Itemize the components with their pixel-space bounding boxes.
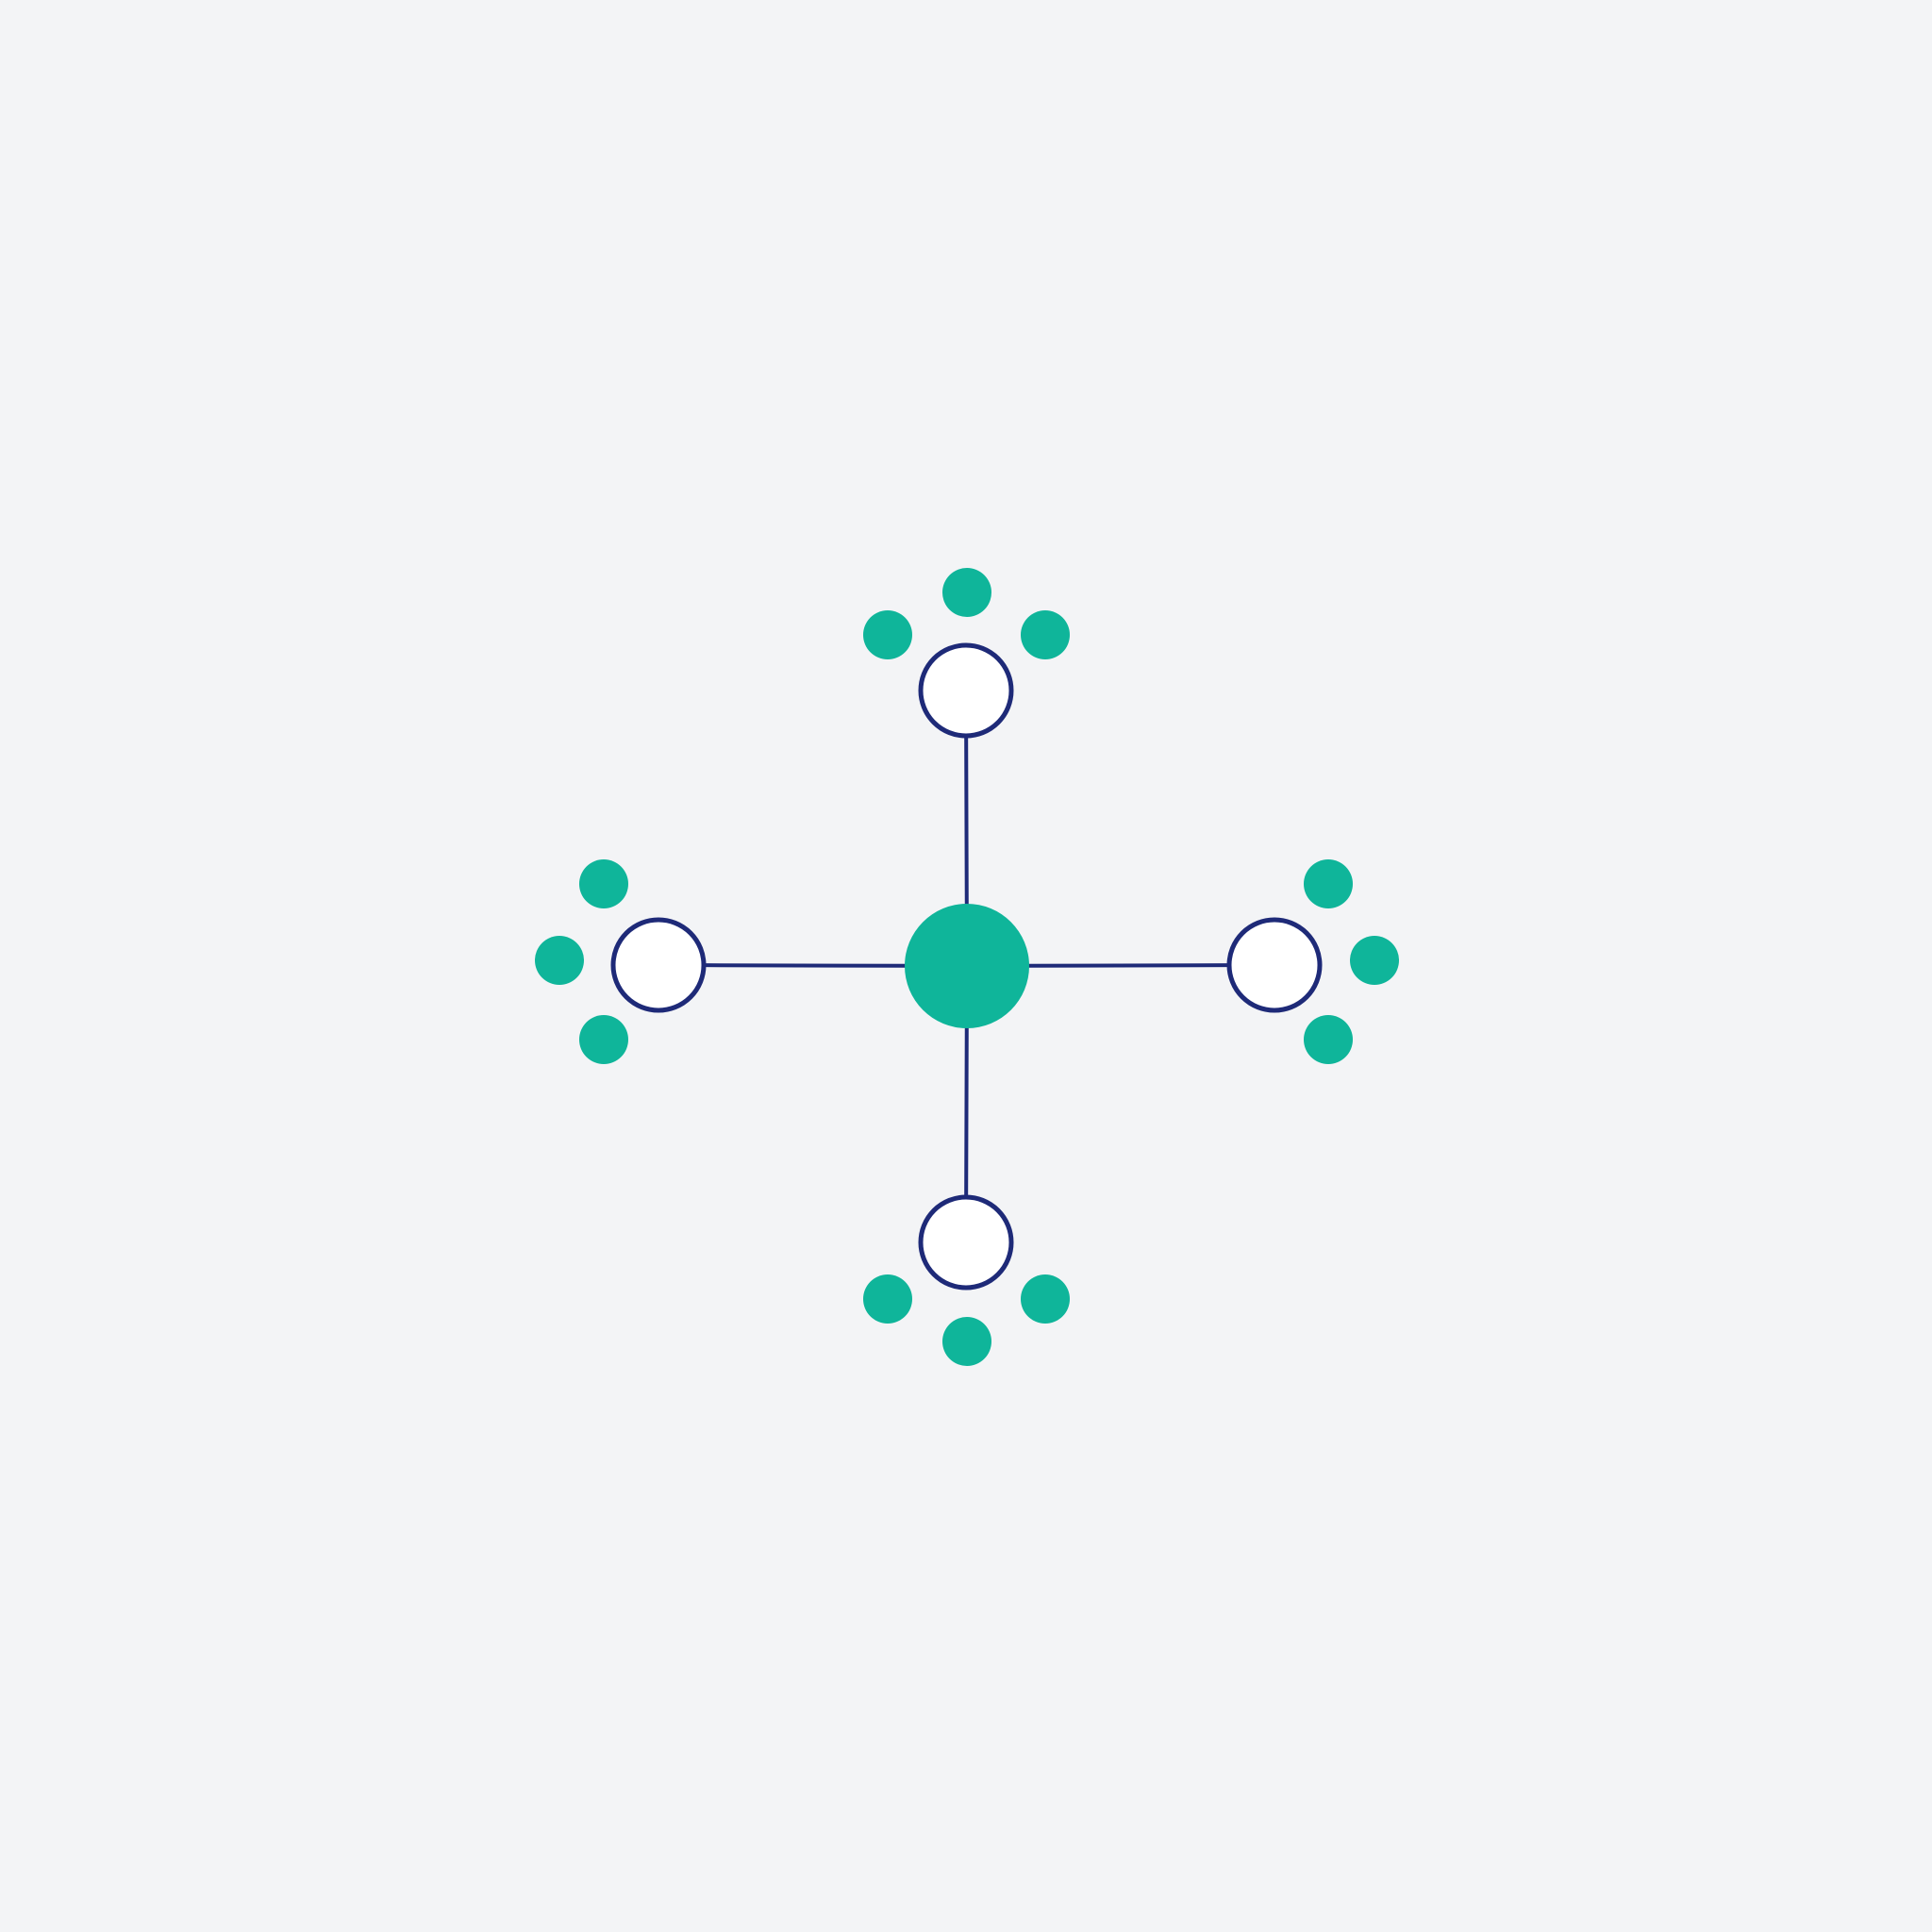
electron-dot-top-1 bbox=[863, 610, 912, 659]
electron-dot-left-2 bbox=[535, 936, 584, 985]
electron-dots-group bbox=[535, 568, 1399, 1366]
electron-dot-bottom-3 bbox=[1021, 1274, 1070, 1324]
electron-dot-right-1 bbox=[1304, 859, 1353, 908]
atoms-group bbox=[610, 642, 1323, 1291]
electron-dot-left-1 bbox=[579, 859, 628, 908]
bond-right bbox=[1023, 963, 1231, 968]
outer-atom-top bbox=[918, 642, 1014, 739]
electron-dot-right-2 bbox=[1350, 936, 1399, 985]
bond-top bbox=[964, 734, 969, 910]
electron-dot-bottom-2 bbox=[942, 1317, 991, 1366]
electron-dot-left-3 bbox=[579, 1015, 628, 1064]
electron-dot-top-3 bbox=[1021, 610, 1070, 659]
bonds-group bbox=[702, 734, 1231, 1199]
outer-atom-right bbox=[1226, 917, 1323, 1013]
electron-dot-bottom-1 bbox=[863, 1274, 912, 1324]
central-atom bbox=[905, 904, 1029, 1028]
outer-atom-bottom bbox=[918, 1194, 1014, 1291]
electron-dot-right-3 bbox=[1304, 1015, 1353, 1064]
outer-atom-left bbox=[610, 917, 707, 1013]
bond-left bbox=[702, 963, 911, 968]
bond-bottom bbox=[964, 1022, 969, 1199]
electron-dot-top-2 bbox=[942, 568, 991, 617]
